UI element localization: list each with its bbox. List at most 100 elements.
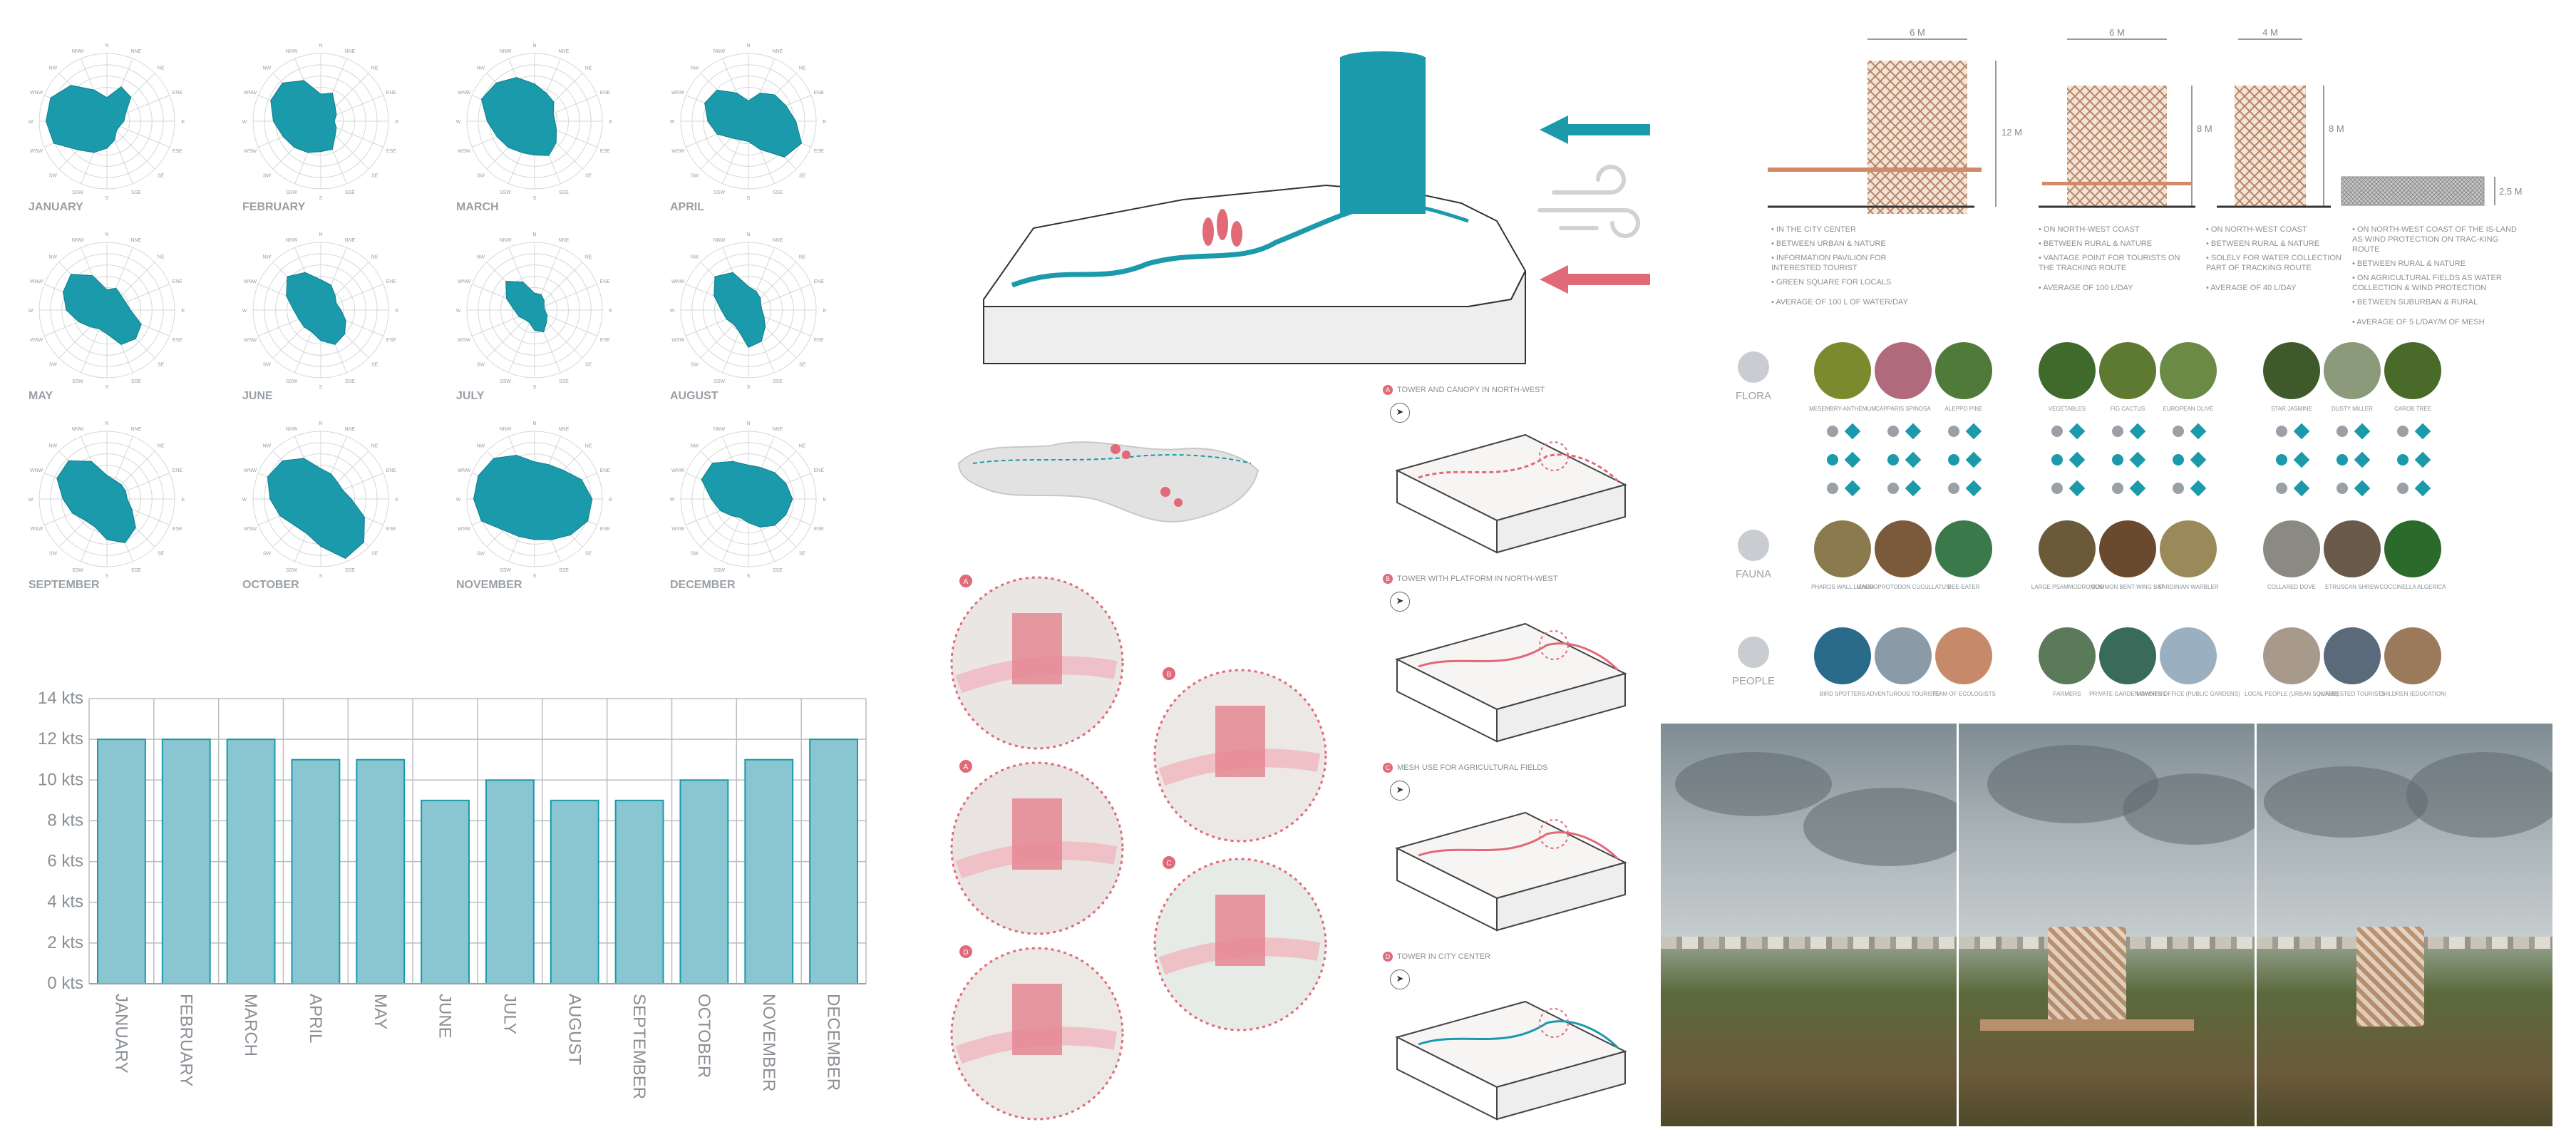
rose-direction-label: NE xyxy=(799,66,806,71)
rose-direction-label: E xyxy=(396,120,399,125)
tower-elevations: 6 M 12 M 6 M 8 M 4 M 8 M 2,5 M xyxy=(1768,27,2523,214)
water-tower xyxy=(1340,57,1426,214)
matrix-item-label: LARGE PSAMMODROMUS xyxy=(2031,584,2103,590)
rose-direction-label: ESE xyxy=(386,527,396,532)
rose-direction-label: ENE xyxy=(386,279,397,284)
wind-rose-month-label: JANUARY xyxy=(29,201,83,213)
rose-direction-label: E xyxy=(396,498,399,503)
bar-may xyxy=(356,758,406,984)
x-tick-label: JUNE xyxy=(436,994,455,1039)
tower-description-column: • IN THE CITY CENTER• BETWEEN URBAN & NA… xyxy=(1771,225,1921,312)
rose-direction-label: ESE xyxy=(814,527,824,532)
wind-fan-icon xyxy=(2129,423,2146,440)
view-label: TOWER IN CITY CENTER xyxy=(1397,952,1490,961)
rose-direction-label: WNW xyxy=(30,279,43,284)
rose-direction-label: W xyxy=(670,498,675,503)
rose-direction-label: NNW xyxy=(713,49,726,54)
matrix-photo-circle xyxy=(1875,520,1932,577)
rose-direction-label: ESE xyxy=(386,338,396,343)
river-line xyxy=(1011,204,1369,288)
rose-direction-label: SE xyxy=(158,363,165,368)
rose-direction-label: SSE xyxy=(131,379,141,384)
rose-direction-label: SSW xyxy=(286,568,297,573)
matrix-item-label: INTERESTED TOURISTS xyxy=(2319,691,2385,697)
compass-icon: ➤ xyxy=(1390,403,1410,423)
view-code-badge: C xyxy=(1383,763,1393,773)
sun-icon xyxy=(2173,426,2184,437)
matrix-item-label: PRIVATE GARDEN OWNERS xyxy=(2089,691,2166,697)
wind-fan-icon xyxy=(2293,423,2310,440)
rose-direction-label: NNW xyxy=(713,238,726,243)
rose-direction-label: NNW xyxy=(72,49,84,54)
wind-fan-icon xyxy=(2129,451,2146,468)
rose-direction-label: NE xyxy=(158,254,165,259)
rose-direction-label: ESE xyxy=(172,527,182,532)
detail-circle: D xyxy=(950,945,1124,1121)
mesh-height: 2,5 M xyxy=(2499,186,2523,197)
bar-december xyxy=(809,739,858,985)
sun-icon xyxy=(1948,426,1959,437)
rose-direction-label: ESE xyxy=(814,149,824,154)
tower-descriptions: • IN THE CITY CENTER• BETWEEN URBAN & NA… xyxy=(1764,225,2562,339)
tower-description-line: • INFORMATION PAVILION FOR INTERESTED TO… xyxy=(1771,254,1887,272)
tower-3-width: 4 M xyxy=(2262,27,2278,38)
rose-direction-label: NW xyxy=(49,443,58,448)
rose-direction-label: E xyxy=(823,498,827,503)
rose-direction-label: NNW xyxy=(500,49,512,54)
rose-direction-label: N xyxy=(319,232,322,237)
matrix-item-label: FARMERS xyxy=(2054,691,2081,697)
tower-description-line: • ON AGRICULTURAL FIELDS AS WATER COLLEC… xyxy=(2352,274,2502,292)
wind-rose-shape xyxy=(267,458,365,559)
rose-direction-label: S xyxy=(105,385,109,390)
matrix-photo-circle xyxy=(2039,520,2096,577)
rose-direction-label: SSE xyxy=(773,379,783,384)
matrix-row-label: FAUNA xyxy=(1736,568,1771,580)
rose-direction-label: NW xyxy=(263,66,272,71)
matrix-item-label: MACROPROTODON CUCULLATUS xyxy=(1857,584,1950,590)
rose-direction-label: SW xyxy=(49,363,58,368)
rose-direction-label: E xyxy=(609,120,613,125)
sun-icon xyxy=(2051,483,2063,494)
y-tick-label: 8 kts xyxy=(47,811,83,830)
rose-direction-label: S xyxy=(105,574,109,579)
wind-rose-shape xyxy=(270,80,337,153)
rose-direction-label: S xyxy=(105,196,109,201)
tower-description-line: • AVERAGE OF 40 L/DAY xyxy=(2206,284,2297,292)
y-tick-label: 10 kts xyxy=(38,770,83,789)
wind-fan-icon xyxy=(2129,480,2146,497)
rose-direction-label: NNE xyxy=(345,49,356,54)
rose-direction-label: W xyxy=(456,309,461,314)
detail-circle: C xyxy=(1153,856,1327,1031)
matrix-photo-circle xyxy=(1875,342,1932,399)
rose-direction-label: WSW xyxy=(30,527,43,532)
rose-direction-label: W xyxy=(29,498,34,503)
rose-direction-label: WSW xyxy=(671,527,684,532)
y-tick-label: 4 kts xyxy=(47,892,83,912)
sun-icon xyxy=(1827,454,1838,465)
wind-fan-icon xyxy=(2414,480,2431,497)
bar-june xyxy=(421,799,470,984)
rose-direction-label: S xyxy=(319,385,323,390)
terrain-front xyxy=(983,270,1526,364)
rose-direction-label: E xyxy=(182,120,185,125)
rose-direction-label: E xyxy=(182,309,185,314)
rose-direction-label: ESE xyxy=(172,149,182,154)
rose-direction-label: S xyxy=(533,196,537,201)
matrix-photo-circle xyxy=(2324,342,2381,399)
wind-rose-shape xyxy=(286,272,346,345)
wind-rose-month-label: MAY xyxy=(29,390,53,402)
wind-fan-icon xyxy=(2068,423,2086,440)
rose-direction-label: W xyxy=(242,309,247,314)
rose-direction-label: WNW xyxy=(458,468,471,473)
bar-october xyxy=(679,779,729,985)
matrix-photo-circle xyxy=(2099,627,2156,684)
view-label: TOWER AND CANOPY IN NORTH-WEST xyxy=(1397,386,1545,394)
island-map xyxy=(957,441,1259,523)
matrix-item-label: BEE-EATER xyxy=(1948,584,1980,590)
matrix-item-label: CAPPARIS SPINOSA xyxy=(1875,406,1931,412)
matrix-photo-circle xyxy=(2039,342,2096,399)
